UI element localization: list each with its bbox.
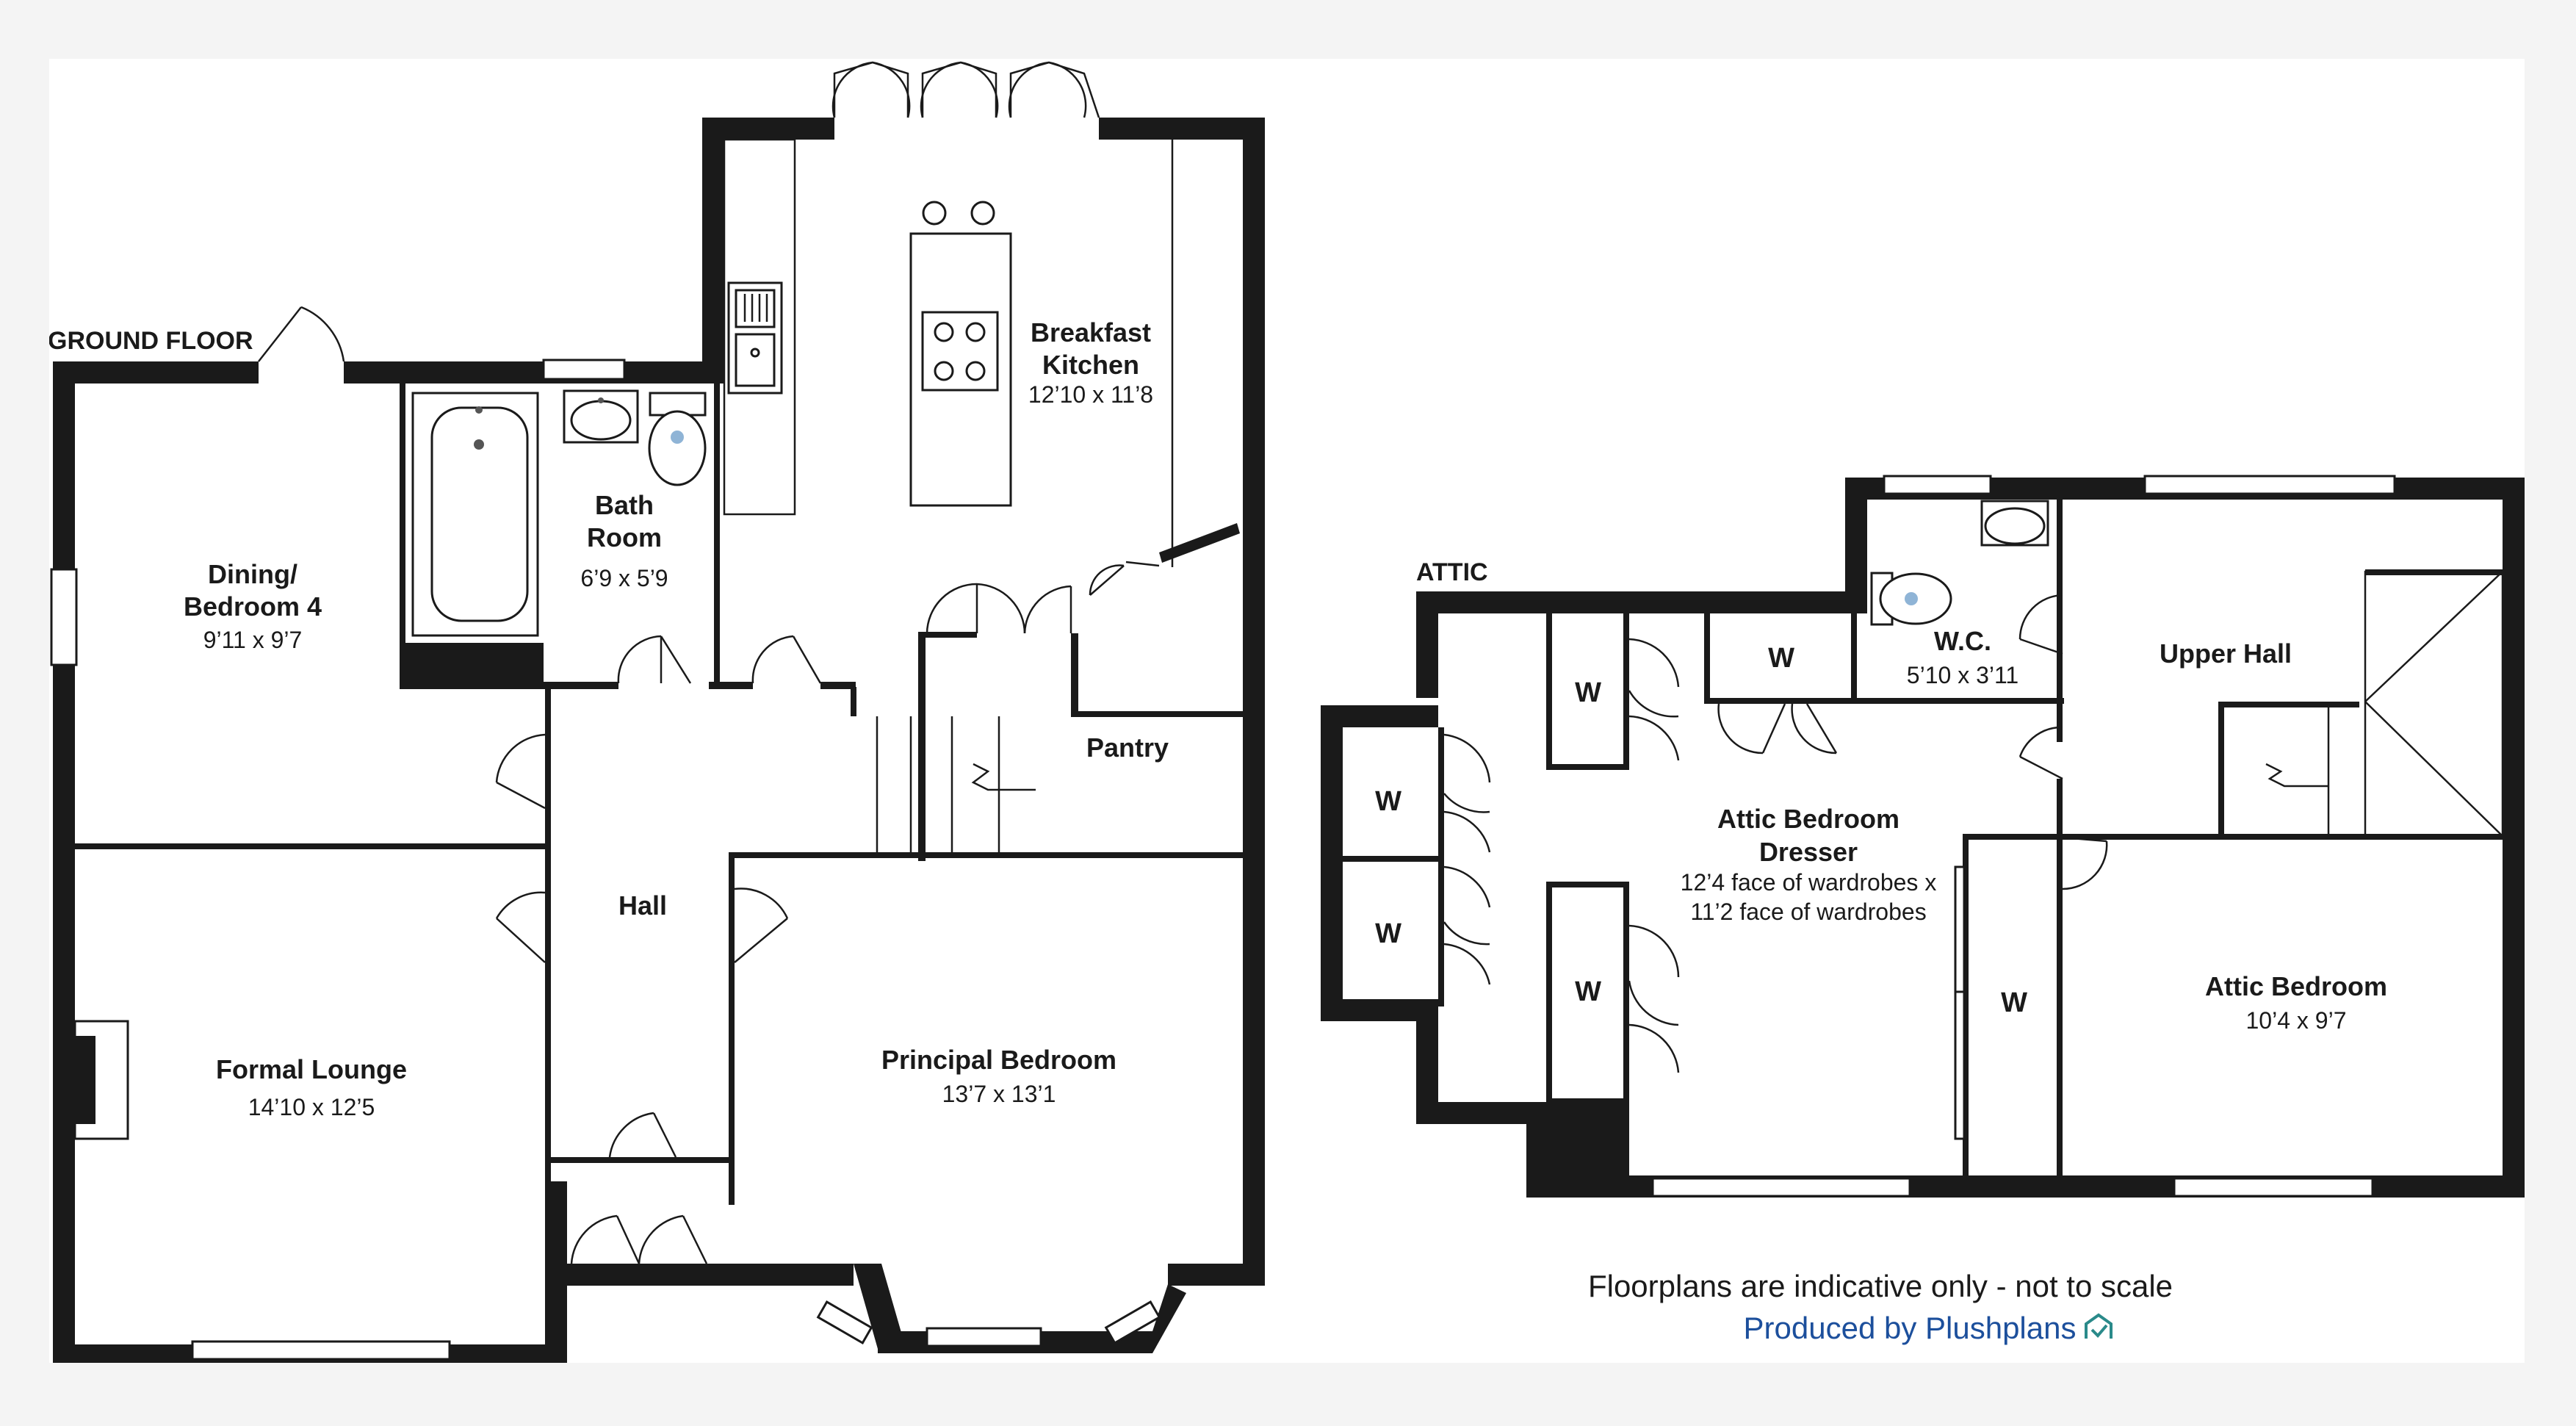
ground-floor-label: GROUND FLOOR [49,327,253,355]
attic-stairs [2265,570,2504,838]
principal-bedroom-name: Principal Bedroom [881,1045,1116,1075]
wardrobe-labels: W W W W W W [1375,643,2027,1018]
bath-name-line2: Room [587,522,662,552]
pantry-stairs [876,561,1160,852]
dining-name-line2: Bedroom 4 [184,591,322,622]
attic-plan [1321,475,2525,1198]
attic-dresser-name-line1: Attic Bedroom [1717,804,1899,834]
wc-fixtures [1870,500,2049,626]
kitchen-size: 12’10 x 11’8 [1028,381,1153,408]
kitchen-fixtures [723,138,1174,567]
kitchen-name-line2: Kitchen [1042,350,1139,380]
dining-size: 9’11 x 9’7 [203,627,303,653]
bath-name-line1: Bath [595,490,654,520]
attic-bedroom-name: Attic Bedroom [2205,971,2387,1001]
wardrobe-label: W [2001,987,2027,1018]
attic-windows [1651,475,2396,1198]
wc-size: 5’10 x 3’11 [1907,662,2018,688]
credit-text: Produced by Plushplans [1744,1311,2077,1345]
attic-bedroom-size: 10’4 x 9’7 [2246,1007,2347,1034]
dining-name-line1: Dining/ [208,559,297,589]
lounge-fireplace [73,1020,129,1140]
ground-floor-internal-doors [495,635,822,1264]
ground-floor-windows [50,359,1161,1361]
floor-labels: GROUND FLOOR ATTIC [49,327,1488,586]
attic-internal-walls [1343,500,2503,1175]
ground-floor-internal-walls [75,383,1243,1205]
bath-size: 6’9 x 5’9 [580,565,668,591]
attic-dresser-size-line1: 12’4 face of wardrobes x [1681,869,1937,896]
wc-name: W.C. [1934,626,1991,656]
floorplan-canvas: GROUND FLOOR ATTIC Dining/ Bedroom 4 9’1… [49,59,2525,1363]
disclaimer-text: Floorplans are indicative only - not to … [1588,1269,2173,1303]
plushplans-logo-icon [2085,1313,2113,1339]
hall-name: Hall [618,890,667,921]
wardrobe-label: W [1575,677,1601,708]
room-labels: Dining/ Bedroom 4 9’11 x 9’7 Bath Room 6… [184,317,2387,1120]
attic-floor-label: ATTIC [1416,558,1488,586]
ground-floor-garden-door [258,306,345,362]
footer: Floorplans are indicative only - not to … [1588,1269,2173,1345]
principal-bedroom-size: 13’7 x 13’1 [942,1081,1056,1107]
wardrobe-label: W [1768,643,1794,674]
wardrobe-label: W [1375,786,1401,817]
bathroom-fixtures [411,389,707,637]
ground-floor-outer-walls [53,118,1265,1363]
floorplan-drawing: GROUND FLOOR ATTIC Dining/ Bedroom 4 9’1… [49,61,2525,1363]
kitchen-name-line1: Breakfast [1031,317,1151,348]
upper-hall-name: Upper Hall [2160,638,2292,669]
pantry-name: Pantry [1086,732,1169,763]
kitchen-bifold-doors [831,61,1100,118]
wardrobe-label: W [1575,976,1601,1007]
lounge-size: 14’10 x 12’5 [248,1094,375,1120]
wardrobe-label: W [1375,918,1401,949]
ground-floor-plan [50,61,1265,1363]
attic-dresser-size-line2: 11’2 face of wardrobes [1690,899,1926,925]
attic-dresser-name-line2: Dresser [1759,837,1858,867]
lounge-name: Formal Lounge [216,1054,407,1084]
attic-doors [1443,594,2108,1140]
